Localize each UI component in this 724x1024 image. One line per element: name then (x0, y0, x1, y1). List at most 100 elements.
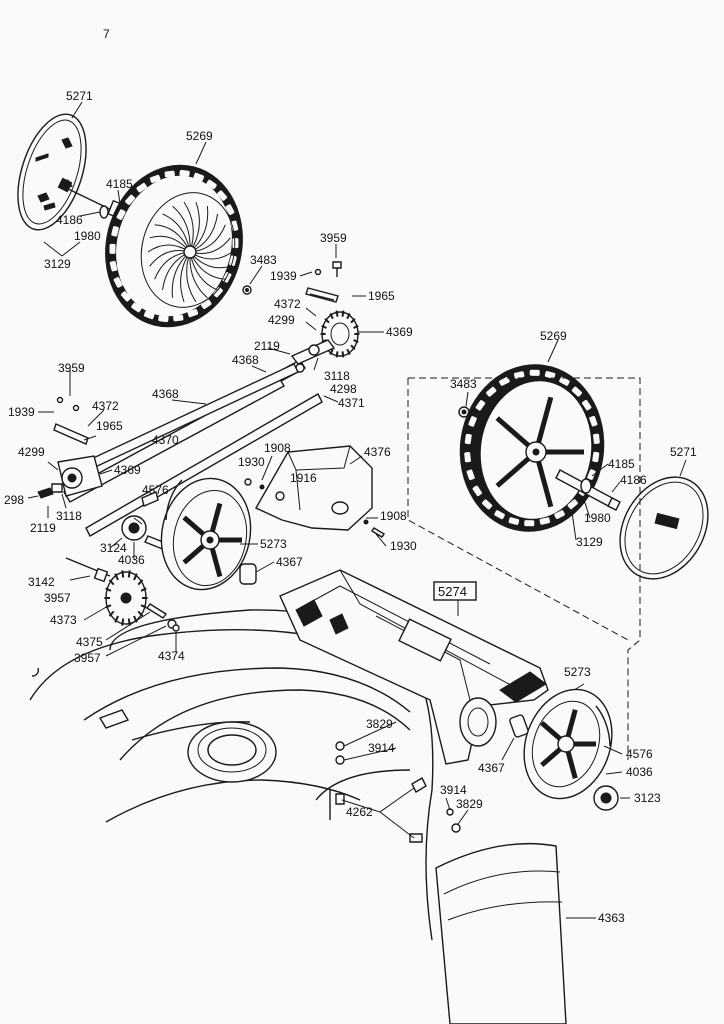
part-label: 3957 (74, 651, 101, 665)
part-label: 3129 (576, 535, 603, 549)
part-label: 3829 (456, 797, 483, 811)
part-label: 1965 (368, 289, 395, 303)
part-label: 5269 (540, 329, 567, 343)
part-label: 4370 (152, 433, 179, 447)
part-label: 3957 (44, 591, 71, 605)
part-label: 4036 (118, 553, 145, 567)
leader-lines (27, 101, 687, 919)
part-label: 4363 (598, 911, 625, 925)
part-label: 3123 (634, 791, 661, 805)
wheel-5269-left (105, 164, 243, 328)
bolt-4262 (335, 777, 427, 843)
part-label: 4262 (346, 805, 373, 819)
part-label: 4036 (626, 765, 653, 779)
part-label: 1965 (96, 419, 123, 433)
part-label: 4368 (232, 353, 259, 367)
part-label: 3829 (366, 717, 393, 731)
part-label: 2119 (254, 339, 280, 353)
part-label: 4186 (620, 473, 647, 487)
part-label: 1930 (238, 455, 265, 469)
screw-3959-top (332, 261, 342, 277)
part-label: 3914 (440, 783, 467, 797)
part-label: 4367 (276, 555, 303, 569)
part-label: 1930 (390, 539, 417, 553)
part-label: 4375 (76, 635, 103, 649)
part-label: 298 (4, 493, 24, 507)
part-label: 5271 (670, 445, 697, 459)
bolt-set-3829 (335, 741, 461, 833)
part-label: 4371 (338, 396, 365, 410)
part-label: 4186 (56, 213, 83, 227)
assembly-label-box: 5274 (433, 581, 477, 601)
axle-bolt-4186-right (555, 469, 621, 511)
assembly-label: 5274 (438, 584, 467, 599)
washer-1980-left (99, 205, 109, 219)
wheel-5269-right (459, 364, 605, 532)
part-label: 3142 (28, 575, 55, 589)
part-label: 4185 (106, 177, 133, 191)
bolt-3142 (65, 557, 111, 583)
part-label: 1980 (584, 511, 611, 525)
deck-housing (29, 609, 434, 941)
gear-cover-4376 (255, 445, 373, 531)
clip-1965-top (305, 268, 339, 303)
part-label: 3959 (58, 361, 85, 375)
part-label: 4372 (274, 297, 301, 311)
part-label: 1908 (264, 441, 291, 455)
part-label: 4376 (364, 445, 391, 459)
bushing-4367-right (509, 714, 529, 738)
grass-chute-4363 (435, 842, 567, 1024)
part-label: 4576 (626, 747, 653, 761)
part-label: 4185 (608, 457, 635, 471)
part-label: 4372 (92, 399, 119, 413)
hub-cap-5271-right (619, 476, 709, 580)
part-label: 1980 (74, 229, 101, 243)
screw-1930-bottom (363, 519, 385, 538)
drive-gear-4369-left (57, 455, 103, 497)
part-number-labels: 7 5271 5269 4185 4186 1980 3129 3483 395… (4, 27, 697, 925)
clip-1965-left (53, 423, 89, 445)
part-label: 3483 (450, 377, 477, 391)
part-label: 1939 (8, 405, 35, 419)
part-label: 3129 (44, 257, 71, 271)
part-label: 5269 (186, 129, 213, 143)
part-label: 4374 (158, 649, 185, 663)
part-label: 4369 (386, 325, 413, 339)
part-label: 4299 (268, 313, 295, 327)
rear-frame-5274 (279, 569, 549, 765)
part-label: 3118 (324, 369, 350, 383)
part-label: 2119 (30, 521, 56, 535)
gear-4373 (104, 570, 148, 626)
part-label: 1908 (380, 509, 407, 523)
bolt-4576 (141, 491, 159, 507)
part-label: 4368 (152, 387, 179, 401)
part-label: 5273 (260, 537, 287, 551)
part-label: 5271 (66, 89, 93, 103)
part-label: 3124 (100, 541, 127, 555)
part-label: 4298 (330, 382, 357, 396)
part-label: 4576 (142, 483, 169, 497)
washer-3483-top (242, 285, 252, 295)
part-label: 3118 (56, 509, 82, 523)
screw-1930-top (244, 478, 265, 490)
screw-3959-left (56, 396, 80, 412)
part-label: 3914 (368, 741, 395, 755)
axle-4370 (63, 363, 299, 503)
part-label: 3959 (320, 231, 347, 245)
gear-disc-5273-left (160, 477, 252, 591)
edge-mark (31, 667, 40, 677)
gear-disc-5273-right (523, 688, 613, 800)
pin-2119-left (37, 483, 63, 499)
gear-3123 (593, 785, 619, 811)
mark-7: 7 (103, 27, 110, 41)
hub-cap-5271-left (17, 113, 87, 231)
bushing-4367-left (239, 563, 257, 585)
part-label: 1916 (290, 471, 317, 485)
part-label: 1939 (270, 269, 297, 283)
part-label: 4373 (50, 613, 77, 627)
part-label: 4369 (114, 463, 141, 477)
part-label: 3483 (250, 253, 277, 267)
part-label: 4367 (478, 761, 505, 775)
